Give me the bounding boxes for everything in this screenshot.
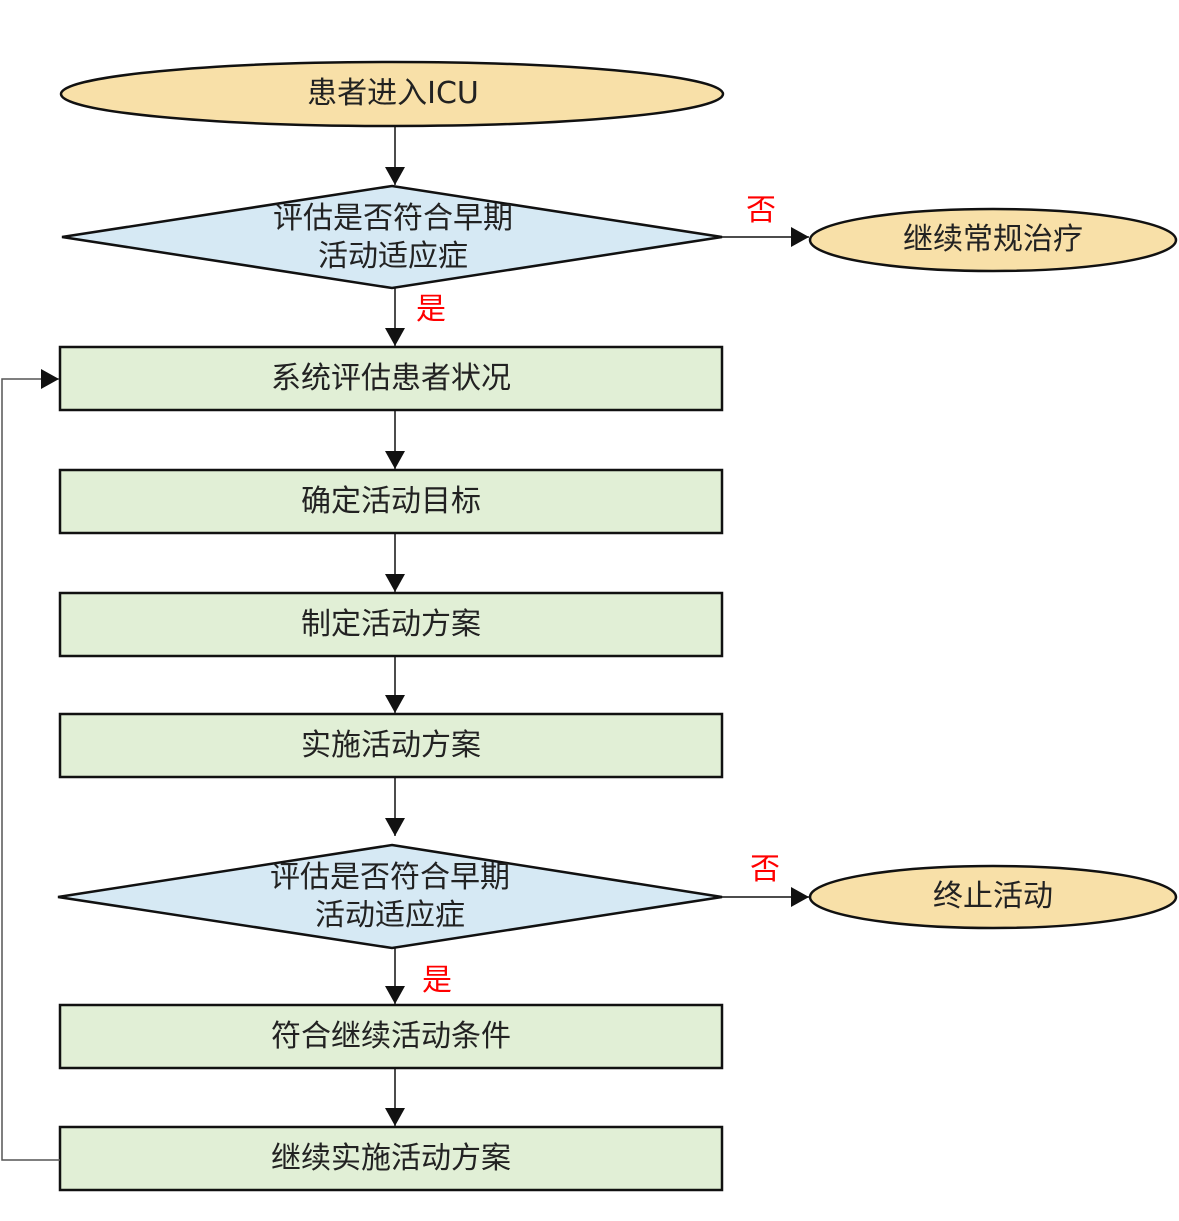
decision1-shape [61, 184, 723, 290]
assess-status-box [58, 345, 724, 412]
decision2-no-label: 否 [750, 852, 780, 887]
decision2-shape [57, 843, 723, 950]
continue-routine-terminal-shape [808, 207, 1178, 273]
continue-routine-label: 继续常规治疗 [903, 222, 1083, 257]
set-goals-box [58, 468, 724, 535]
continue-plan-box [58, 1125, 724, 1192]
implement-plan-box [58, 712, 724, 779]
continue-plan-label: 继续实施活动方案 [271, 1140, 511, 1176]
make-plan-box [58, 591, 724, 658]
make-plan-label: 制定活动方案 [301, 606, 481, 642]
decision1-label: 评估是否符合早期 活动适应症 [273, 201, 513, 274]
decision1-no-label: 否 [746, 193, 776, 228]
start-label: 患者进入ICU [307, 76, 479, 111]
start-terminal-shape [59, 60, 725, 128]
stop-activity-terminal-shape [808, 864, 1178, 930]
stop-activity-label: 终止活动 [933, 879, 1053, 914]
decision1-yes-label: 是 [416, 292, 446, 327]
implement-plan-label: 实施活动方案 [301, 727, 481, 763]
meet-conditions-label: 符合继续活动条件 [271, 1018, 511, 1054]
set-goals-label: 确定活动目标 [301, 483, 481, 519]
edge-loop-back [1, 369, 60, 1161]
decision2-label: 评估是否符合早期 活动适应症 [270, 860, 510, 933]
decision2-yes-label: 是 [422, 963, 452, 998]
assess-status-label: 系统评估患者状况 [271, 360, 511, 396]
meet-conditions-box [58, 1003, 724, 1070]
